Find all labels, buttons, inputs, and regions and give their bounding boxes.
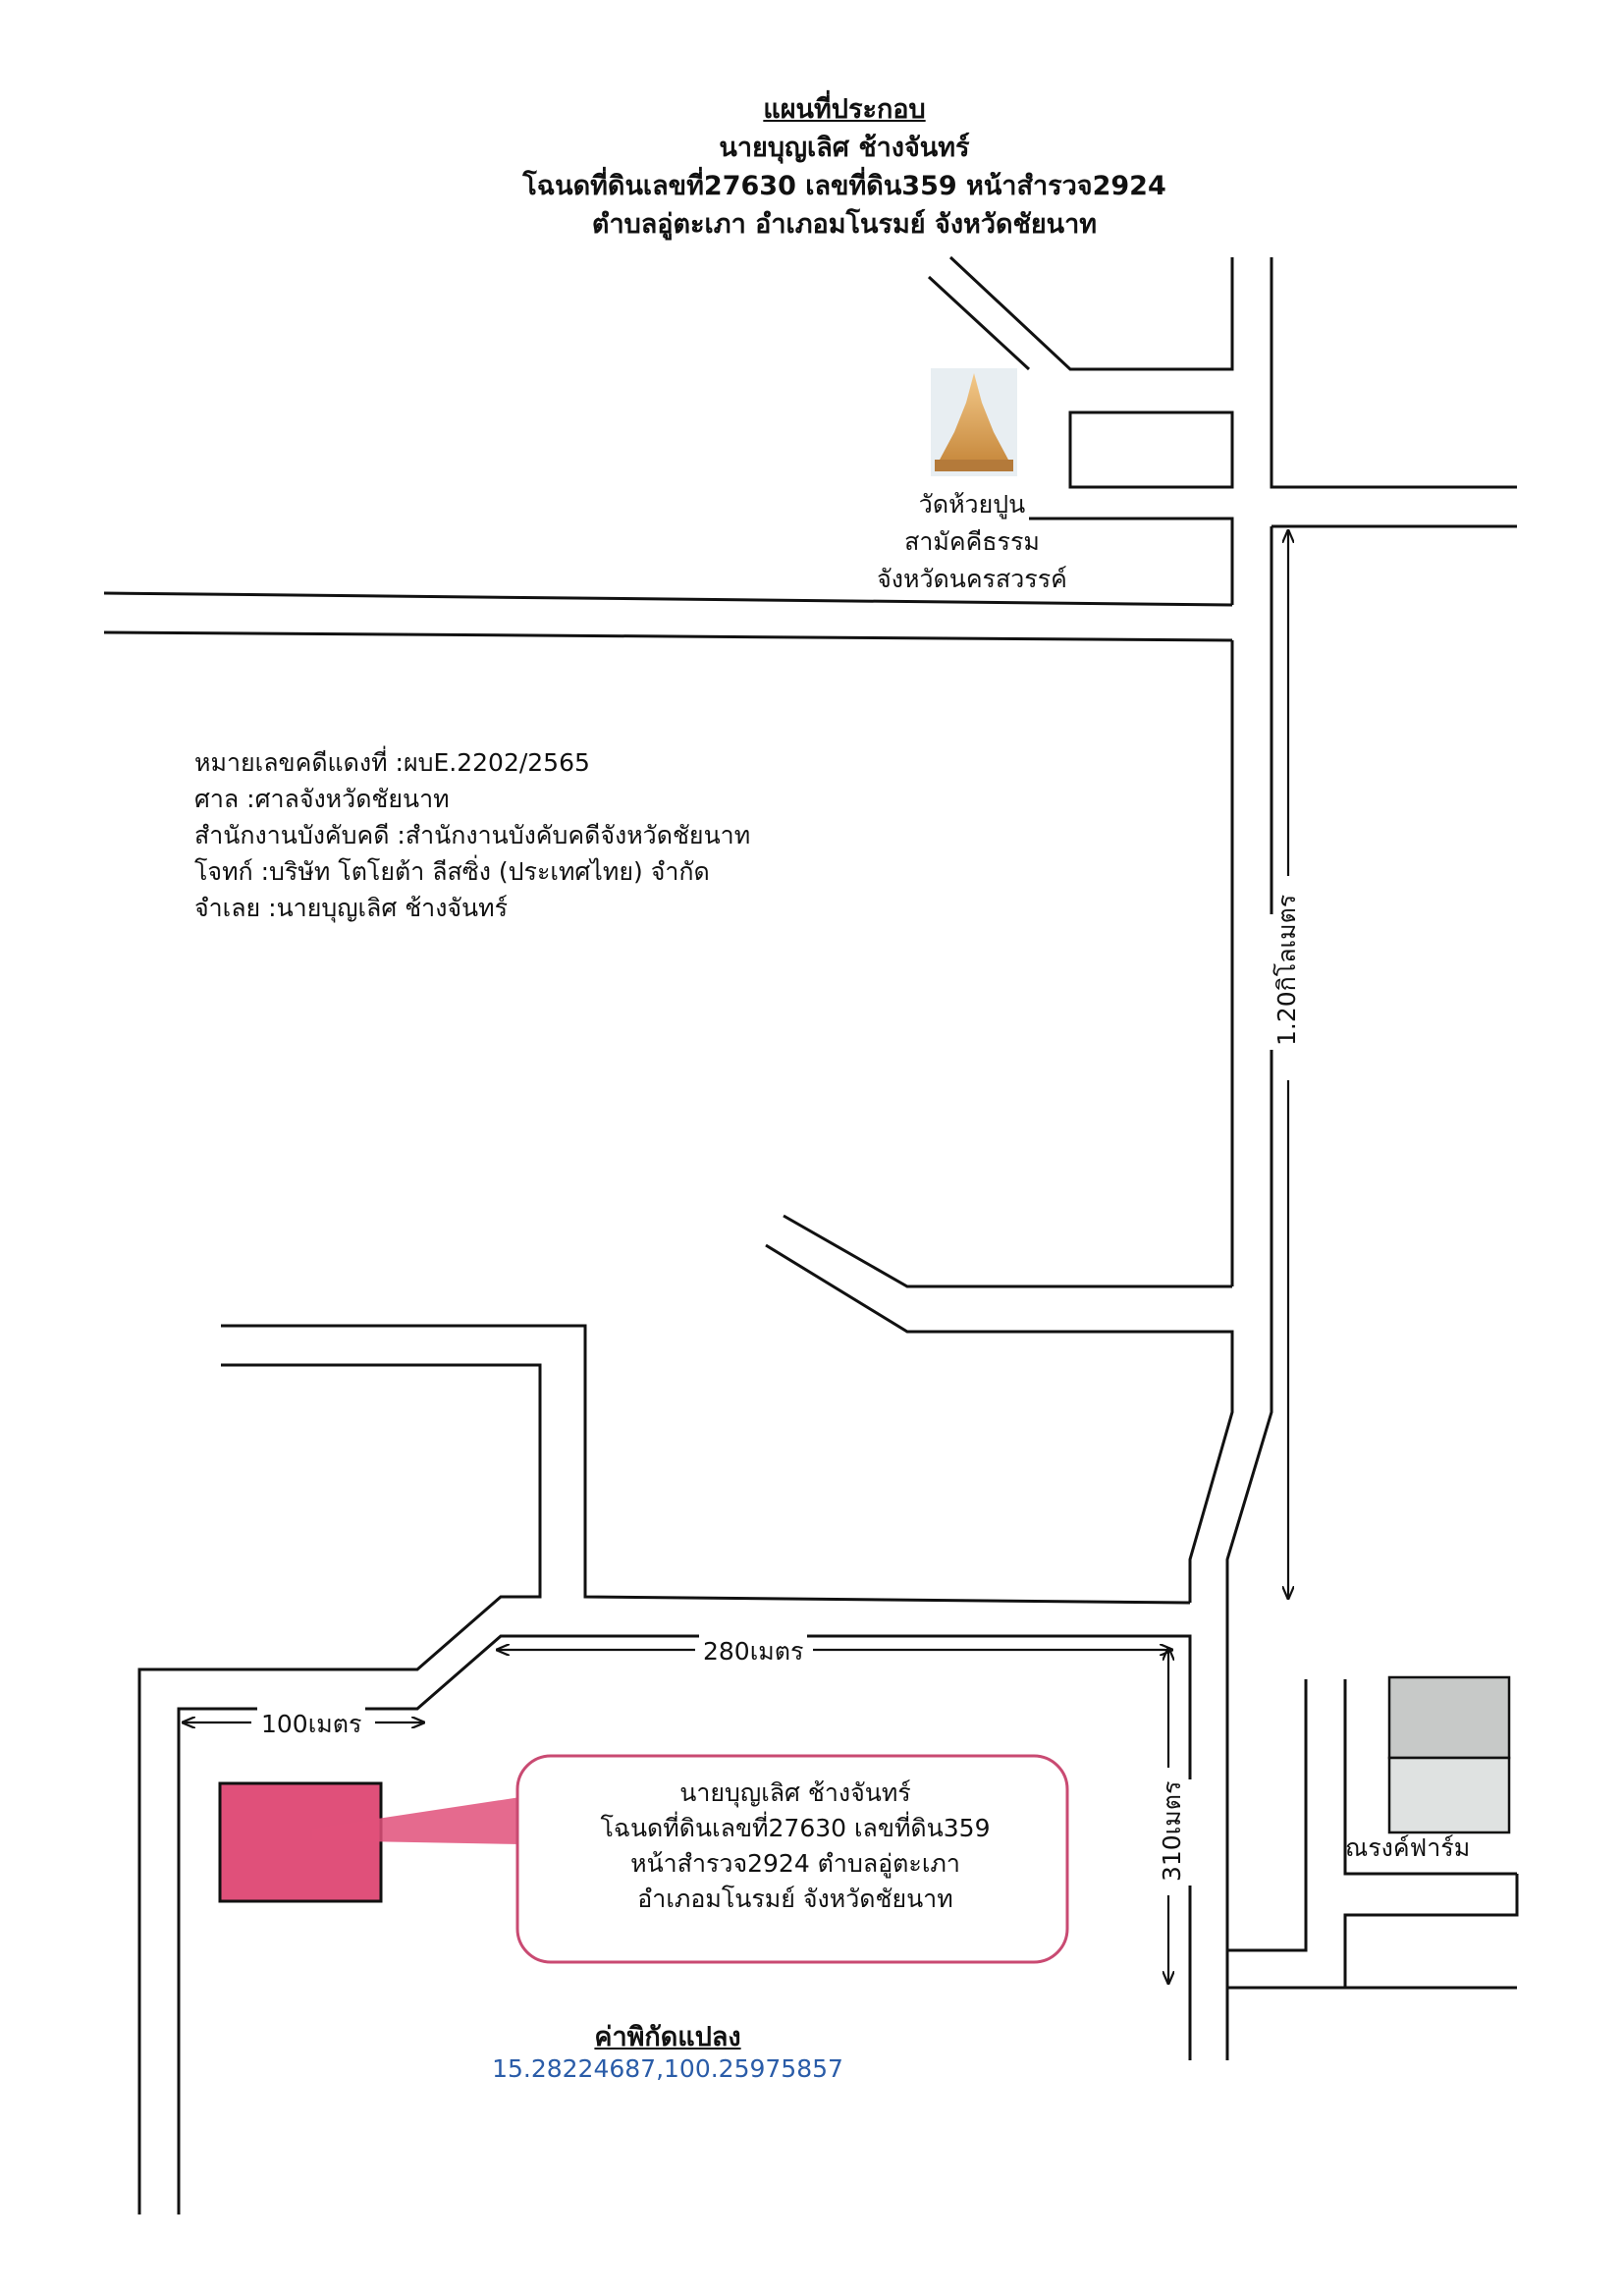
- plot-callout: นายบุญเลิศ ช้างจันทร์ โฉนดที่ดินเลขที่27…: [520, 1776, 1070, 1917]
- distance-to-plot: 100เมตร: [257, 1705, 366, 1744]
- farm-label: ณรงค์ฟาร์ม: [1345, 1833, 1471, 1862]
- title-location: ตำบลอู่ตะเภา อำเภอมโนรมย์ จังหวัดชัยนาท: [591, 209, 1098, 240]
- callout-pointer: [312, 1797, 520, 1844]
- callout-deed: โฉนดที่ดินเลขที่27630 เลขที่ดิน359: [600, 1814, 991, 1842]
- plaintiff: โจทก์ :บริษัท โตโยต้า ลีสซิ่ง (ประเทศไทย…: [194, 857, 710, 886]
- farm-building: [1387, 1756, 1511, 1834]
- road-edge: [1270, 257, 1517, 489]
- road-edge: [1227, 1874, 1519, 1990]
- callout-owner: นายบุญเลิศ ช้างจันทร์: [679, 1778, 911, 1807]
- road-edge: [1227, 1679, 1308, 1952]
- road-edge: [765, 1243, 1234, 1603]
- road-edge: [1343, 1679, 1517, 1876]
- case-number: หมายเลขคดีแดงที่ :ผบE.2202/2565: [194, 748, 590, 777]
- court: ศาล :ศาลจังหวัดชัยนาท: [194, 785, 450, 813]
- temple-icon: [931, 368, 1017, 476]
- title-deed: โฉนดที่ดินเลขที่27630 เลขที่ดิน359 หน้าส…: [522, 171, 1166, 201]
- road-edge: [948, 255, 1234, 371]
- map-title: แผนที่ประกอบ: [763, 94, 926, 125]
- road-edge: [1029, 517, 1234, 605]
- distance-horizontal: 280เมตร: [699, 1632, 808, 1671]
- distance-vertical: 310เมตร: [1153, 1779, 1192, 1886]
- enforcement-office: สำนักงานบังคับคดี :สำนักงานบังคับคดีจังห…: [194, 821, 751, 849]
- case-info: หมายเลขคดีแดงที่ :ผบE.2202/2565 ศาล :ศาล…: [194, 744, 750, 926]
- road-edge: [137, 1363, 542, 2214]
- temple-label: วัดห้วยปูน สามัคคีธรรม จังหวัดนครสวรรค์: [854, 486, 1090, 598]
- farm-building: [1387, 1675, 1511, 1760]
- road-edge: [177, 1634, 1192, 2214]
- road-edge: [103, 630, 1233, 642]
- distance-main-road: 1.20กิโลเมตร: [1268, 895, 1307, 1050]
- title-block: แผนที่ประกอบ นายบุญเลิศ ช้างจันทร์ โฉนดท…: [373, 90, 1316, 244]
- coordinates-title: ค่าพิกัดแปลง: [594, 2022, 741, 2052]
- road-edge: [103, 591, 1233, 607]
- temple-province: จังหวัดนครสวรรค์: [877, 565, 1067, 593]
- callout-district: อำเภอมโนรมย์ จังหวัดชัยนาท: [637, 1885, 953, 1913]
- callout-survey: หน้าสำรวจ2924 ตำบลอู่ตะเภา: [630, 1849, 960, 1878]
- title-owner: นายบุญเลิศ ช้างจันทร์: [719, 133, 970, 163]
- road-edge: [783, 1214, 1232, 1288]
- road-edge: [221, 1324, 1191, 1605]
- callout-box: [515, 1754, 1069, 1964]
- coordinates-value: 15.28224687,100.25975857: [492, 2054, 843, 2083]
- temple-name: วัดห้วยปูน: [918, 490, 1026, 519]
- defendant: จำเลย :นายบุญเลิศ ช้างจันทร์: [194, 894, 509, 922]
- road-edge: [1225, 526, 1273, 2060]
- plot-marker: [218, 1781, 383, 1903]
- road-block: [1068, 410, 1234, 489]
- temple-name-2: สามัคคีธรรม: [904, 527, 1040, 556]
- road-edge: [927, 275, 1031, 371]
